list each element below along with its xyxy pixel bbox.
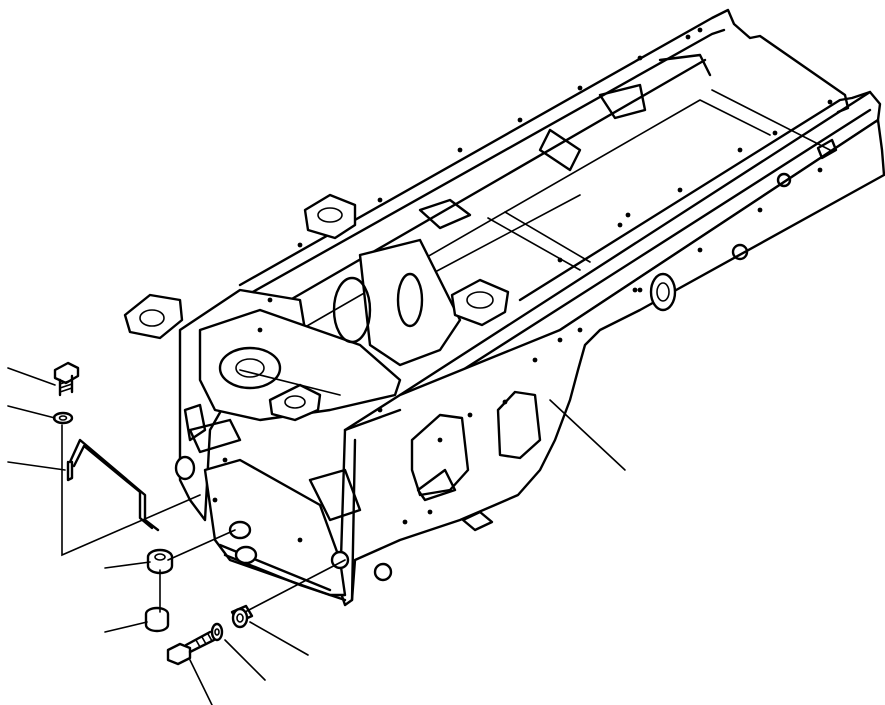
cap-upper [146, 548, 174, 575]
bushing-bottom [230, 604, 254, 629]
main-frame [123, 8, 885, 607]
lock-washer-bottom [210, 622, 224, 642]
bent-rod [66, 438, 160, 532]
frame-bolt-holes [212, 27, 833, 543]
cap-lower [144, 606, 170, 633]
bolt-top [53, 361, 80, 397]
bolt-bottom [166, 630, 216, 666]
leader-lines [7, 367, 626, 705]
washer-top [52, 411, 74, 425]
